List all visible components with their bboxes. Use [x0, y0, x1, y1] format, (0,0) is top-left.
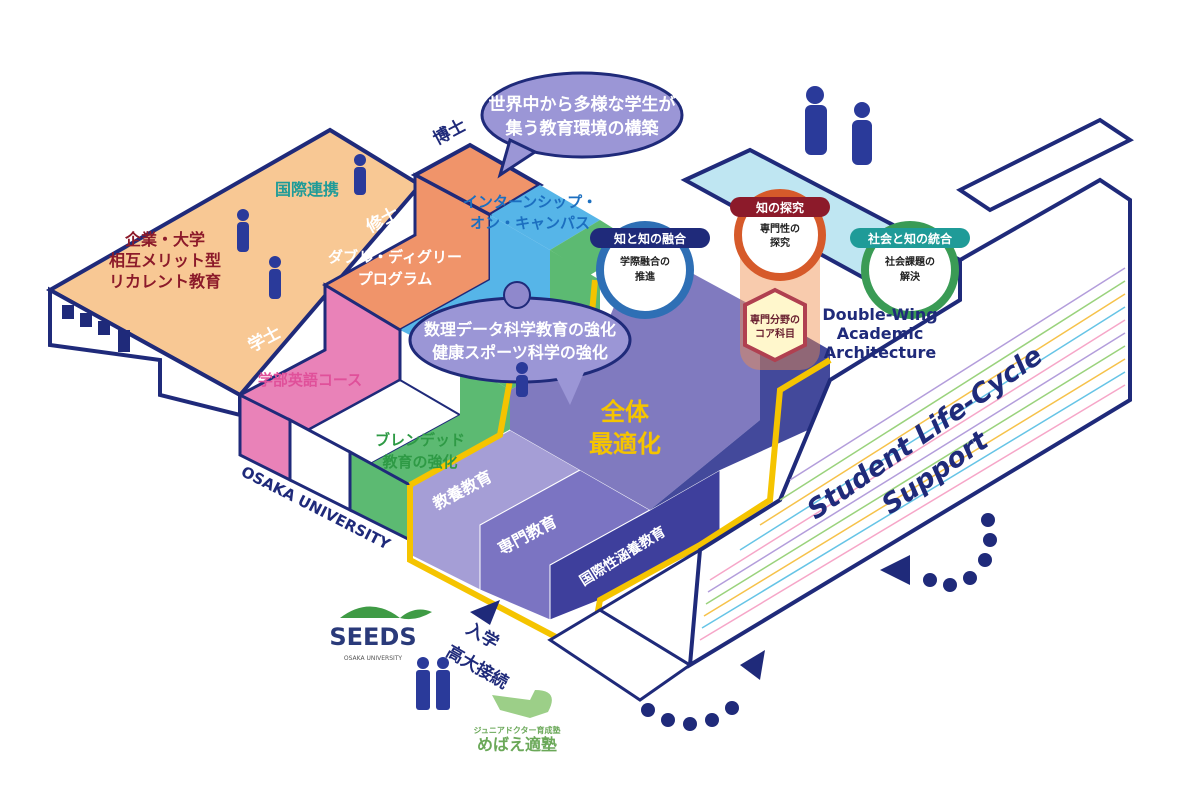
label-recurrent-3: リカレント教育: [109, 272, 221, 291]
step-doctor-blue: [490, 185, 600, 250]
label-internship-2: オン・キャンパス: [470, 214, 590, 232]
seeds-logo-sub: OSAKA UNIVERSITY: [344, 655, 403, 662]
fusion-badge: [590, 228, 710, 248]
label-double-degree-1: ダブル・ディグリー: [328, 248, 462, 266]
double-wing-title-2: Academic: [837, 324, 924, 343]
double-wing-title-1: Double-Wing: [822, 305, 937, 324]
label-recurrent-2: 相互メリット型: [109, 251, 221, 270]
watering-can-icon: [492, 690, 552, 718]
inquiry-badge-text: 知の探究: [755, 200, 804, 215]
fusion-badge-text: 知と知の融合: [613, 231, 687, 246]
people-silhouettes-icon: [237, 86, 872, 710]
fusion-text-1: 学際融合の: [620, 255, 670, 268]
level-bachelor: 学士: [244, 322, 284, 357]
admission-arrow-icon: [470, 600, 500, 625]
bubble-top-line1: 世界中から多様な学生が: [489, 94, 676, 115]
cycle-arrow-left-icon: [880, 555, 910, 585]
inquiry-text-1: 専門性の: [760, 222, 800, 235]
cycle-arrow-up-icon: [740, 650, 765, 680]
label-international: 国際連携: [275, 180, 339, 199]
bubble-middle-line2: 健康スポーツ科学の強化: [432, 343, 608, 362]
mebae-logo-sub: ジュニアドクター育成塾: [473, 725, 560, 735]
label-blended-1: ブレンデッド: [375, 431, 465, 449]
pie-chart-icon: [503, 281, 531, 309]
seeds-leaf-icon: [340, 606, 432, 620]
label-specialized: 専門教育: [495, 512, 560, 559]
building-windows-icon: [62, 305, 130, 352]
label-blended-2: 教育の強化: [381, 453, 457, 471]
label-optimization-1: 全体: [600, 398, 650, 426]
label-university: OSAKA UNIVERSITY: [238, 463, 394, 554]
block-upper-dark: [650, 310, 830, 510]
right-tower-top: [956, 117, 1134, 213]
inquiry-badge: [730, 197, 830, 217]
seeds-logo: SEEDS: [329, 623, 416, 651]
label-recurrent-1: 企業・大学: [124, 230, 205, 249]
core-text-2: コア科目: [755, 327, 795, 340]
bubble-middle-tail: [555, 370, 585, 405]
society-badge-text: 社会と知の統合: [867, 231, 953, 246]
core-text-1: 専門分野の: [750, 313, 800, 326]
lifecycle-wall: [687, 177, 1132, 669]
mebae-logo: めばえ適塾: [477, 735, 557, 754]
inquiry-text-2: 探究: [770, 236, 790, 249]
cycle-dots: [641, 513, 997, 731]
bubble-middle-line1: 数理データ科学教育の強化: [424, 320, 616, 339]
label-admission-1: 入学: [463, 618, 503, 653]
label-admission-2: 高大接続: [443, 641, 512, 693]
optimization-outline-lower: [407, 357, 832, 660]
label-optimization-2: 最適化: [589, 430, 661, 458]
label-internship-1: インターンシップ・: [463, 193, 597, 211]
lifecycle-stripes: [699, 267, 1126, 641]
label-liberal: 教養教育: [430, 467, 495, 514]
bubble-top-tail: [497, 137, 539, 179]
core-hexagon: [743, 287, 807, 363]
fusion-text-2: 推進: [635, 270, 656, 283]
label-english-course: 学部英語コース: [258, 371, 362, 389]
level-master: 修士: [362, 203, 403, 238]
block-upper-purple: [510, 245, 760, 510]
bubble-top: [480, 71, 684, 159]
label-global: 国際性涵養教育: [577, 523, 669, 589]
society-badge: [850, 228, 970, 248]
society-text-1: 社会課題の: [884, 255, 935, 268]
society-text-2: 解決: [900, 270, 921, 283]
double-wing-title-3: Architecture: [824, 343, 937, 362]
label-double-degree-2: プログラム: [358, 270, 433, 288]
level-doctor: 博士: [429, 115, 469, 150]
bubble-top-line2: 集う教育環境の構築: [505, 118, 660, 139]
